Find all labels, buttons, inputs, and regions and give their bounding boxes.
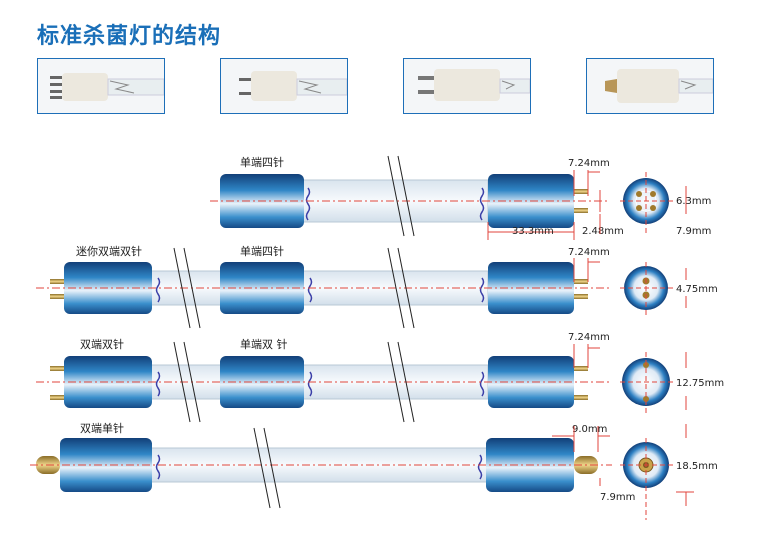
page-title: 标准杀菌灯的结构 xyxy=(37,24,222,49)
row1-mid-label: 单端四针 xyxy=(240,155,284,169)
row3-left-label: 双端双针 xyxy=(80,337,124,351)
row2-mid-label: 单端四针 xyxy=(240,244,284,258)
row-double-single-pin: 双端单针 9.0mm 7.9mm 18.5mm xyxy=(30,421,718,520)
row1-pin-diameter: 7.9mm xyxy=(676,226,711,237)
row-single-four-pin: 单端四针 7.24mm 33.3mm 2.48mm 6.3mm 7.9mm xyxy=(210,155,711,240)
lamp-photo-double-two-pin xyxy=(403,58,531,114)
row1-base-length: 33.3mm xyxy=(512,226,554,237)
row1-pin-gap: 2.48mm xyxy=(582,226,624,237)
row4-side-dim: 18.5mm xyxy=(676,461,718,472)
row-mini-double-two-pin: 迷你双端双针 单端四针 7.24mm 4.75mm xyxy=(36,244,718,329)
row3-side-dim: 12.75mm xyxy=(676,378,724,389)
row2-left-label: 迷你双端双针 xyxy=(76,244,142,258)
row3-mid-label: 单端双 针 xyxy=(240,337,288,351)
row4-left-label: 双端单针 xyxy=(80,421,124,435)
lamp-photo-single-pin xyxy=(586,58,714,114)
row1-side-dim: 6.3mm xyxy=(676,196,711,207)
row4-end-dim: 9.0mm xyxy=(572,424,607,435)
row4-bottom-dim: 7.9mm xyxy=(600,492,635,503)
row1-end-dim: 7.24mm xyxy=(568,158,610,169)
lamp-photo-two-pin xyxy=(220,58,348,114)
row2-end-dim: 7.24mm xyxy=(568,247,610,258)
lamp-photo-four-pin xyxy=(37,58,165,114)
row-double-two-pin: 双端双针 单端双 针 7.24mm 12.75mm xyxy=(36,332,724,423)
row3-end-dim: 7.24mm xyxy=(568,332,610,343)
row2-side-dim: 4.75mm xyxy=(676,284,718,295)
